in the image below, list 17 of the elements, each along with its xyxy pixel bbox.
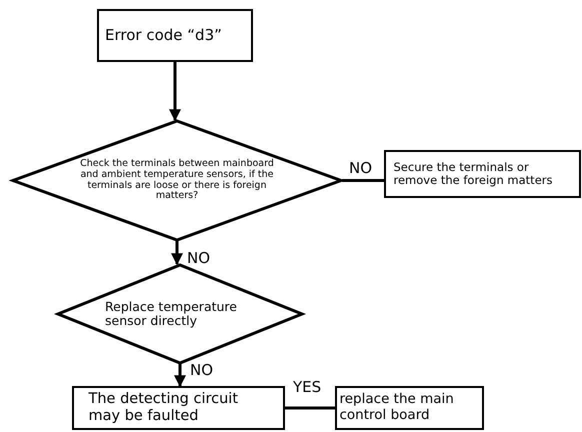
edge-label: NO: [187, 248, 210, 266]
start-box: [97, 9, 253, 62]
node-text: The detecting circuit may be faulted: [88, 391, 240, 425]
edge-label: NO: [349, 158, 372, 176]
node-text: Replace temperature sensor directly: [105, 300, 238, 328]
edge-label: YES: [293, 378, 322, 396]
arrow: [169, 62, 181, 122]
arrow: [174, 364, 186, 388]
process-box: [72, 386, 285, 430]
node-text: Error code “d3”: [105, 26, 223, 44]
arrow: [171, 241, 183, 266]
node-text: Check the terminals between mainboard and ambient temperature sensors, if the terminals are loose or there is foreign matters?: [79, 158, 275, 202]
process-box: [335, 386, 484, 430]
edge-label: NO: [190, 361, 214, 379]
node-text: Secure the terminals or remove the foreign matters: [394, 160, 554, 188]
node-text: replace the main control board: [340, 392, 455, 424]
process-box: [384, 150, 581, 198]
